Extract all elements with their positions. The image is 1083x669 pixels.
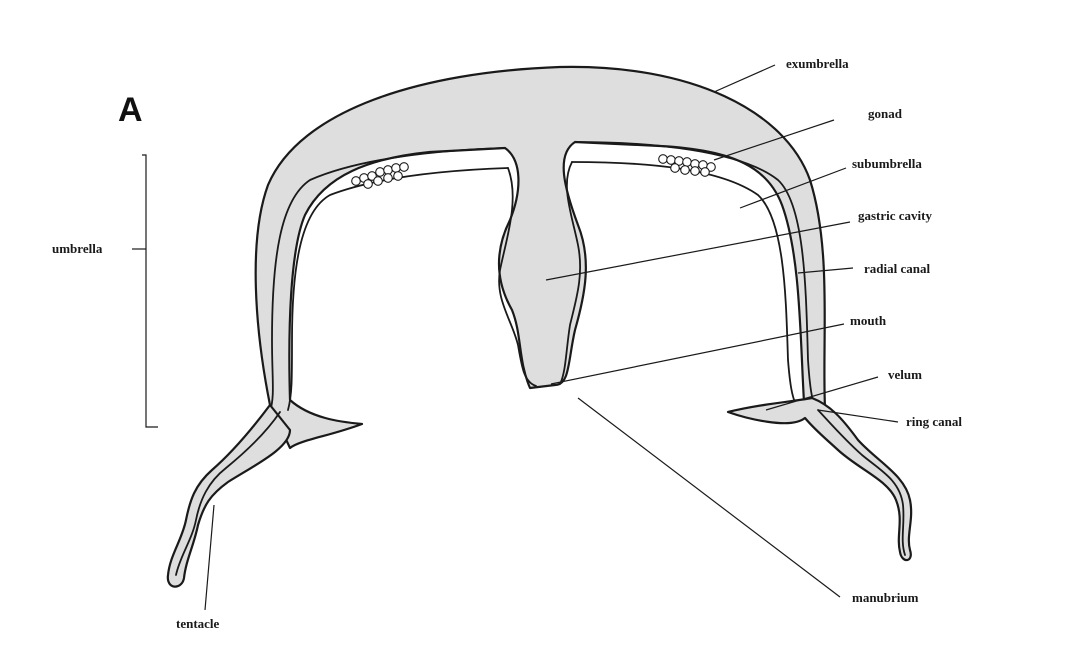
leader-tentacle [205,505,214,610]
label-mouth: mouth [850,313,887,328]
label-exumbrella: exumbrella [786,56,849,71]
leader-mouth [551,324,844,384]
label-velum: velum [888,367,922,382]
label-ring-canal: ring canal [906,414,962,429]
left-subumbrella-line [288,168,508,410]
left-tentacle [168,405,290,587]
right-gonad [659,155,716,177]
label-radial-canal: radial canal [864,261,930,276]
label-gonad: gonad [868,106,903,121]
right-tentacle [728,398,911,560]
label-gastric-cavity: gastric cavity [858,208,933,223]
panel-letter: A [118,91,143,129]
label-manubrium: manubrium [852,590,919,605]
leader-manubrium [578,398,840,597]
leader-exumbrella [714,65,775,92]
umbrella-body [256,67,832,448]
label-umbrella: umbrella [52,241,103,256]
umbrella-bracket [142,155,158,427]
label-tentacle: tentacle [176,616,220,631]
right-radial-canal-line [575,142,815,408]
label-subumbrella: subumbrella [852,156,922,171]
right-subumbrella-line [572,162,796,405]
